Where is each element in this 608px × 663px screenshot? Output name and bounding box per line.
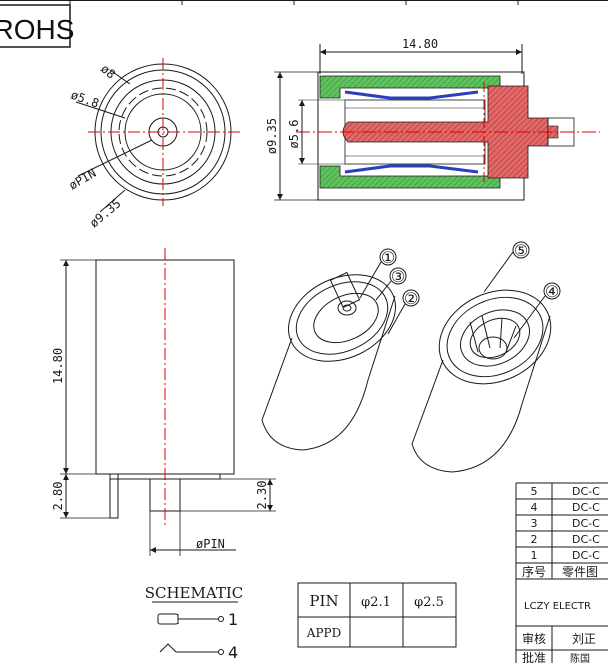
part-row-index: 1 [531,549,538,562]
section-view [274,44,600,201]
header-part: 零件图 [562,565,598,579]
rohs-stamp: ROHS [0,4,74,48]
front-dia-pin: øPIN [67,166,99,193]
callout-5: ⑤ [514,241,528,260]
pin-table-row-label: APPD [306,626,341,640]
title-block-rows: 5 DC-C 4 DC-C 3 DC-C 2 DC-C 1 DC-C 序号 零件… [522,485,600,663]
part-row-code: DC-C [572,485,600,498]
review-name: 刘正 [572,632,596,646]
section-inner-dia-dim: ø5.6 [287,120,301,149]
part-row-index: 3 [531,517,538,530]
side-height-dim: 14.80 [51,348,65,384]
part-row-code: DC-C [572,533,600,546]
approve-label: 批准 [522,650,546,663]
callout-4: ④ [545,282,559,301]
front-dia-outer-a: ø8 [98,62,118,82]
side-pin-dia-dim: øPIN [196,537,225,551]
part-row-index: 2 [531,533,538,546]
review-label: 审核 [522,631,546,646]
schematic-pin4: 4 [228,643,238,662]
schematic-title: SCHEMATIC [145,584,244,602]
part-row-code: DC-C [572,501,600,514]
part-row-index: 5 [531,485,538,498]
front-dia-inner: ø5.8 [69,88,101,111]
side-pin-left-dim: 2.80 [51,482,65,511]
callout-3: ③ [391,267,405,286]
callout-2: ② [404,289,418,308]
side-view [60,248,276,556]
header-index: 序号 [522,564,546,579]
part-row-code: DC-C [572,549,600,562]
part-row-index: 4 [531,501,538,514]
pin-table-col1: φ2.1 [361,595,391,610]
schematic-pin1: 1 [228,610,238,629]
front-view [75,58,240,213]
title-block [515,482,608,663]
top-frame-strip [0,0,608,5]
company-name: LCZY ELECTR [524,601,591,612]
pin-table-col2: φ2.5 [414,595,444,610]
pin-table [297,582,457,648]
pin-table-header-label: PIN [309,592,338,610]
schematic: SCHEMATIC 1 4 [145,584,244,662]
part-row-code: DC-C [572,517,600,530]
side-pin-right-dim: 2.30 [255,481,269,510]
front-dia-outer-b: ø9.35 [87,196,124,230]
iso-view-right [411,289,552,473]
iso-view-left [261,271,396,451]
section-length-dim: 14.80 [402,37,438,51]
rohs-label: ROHS [0,14,74,45]
approve-name: 陈国 [570,652,590,663]
callout-1: ① [381,248,395,267]
callout-leaders [359,241,561,339]
section-outer-dia-dim: ø9.35 [265,118,279,154]
